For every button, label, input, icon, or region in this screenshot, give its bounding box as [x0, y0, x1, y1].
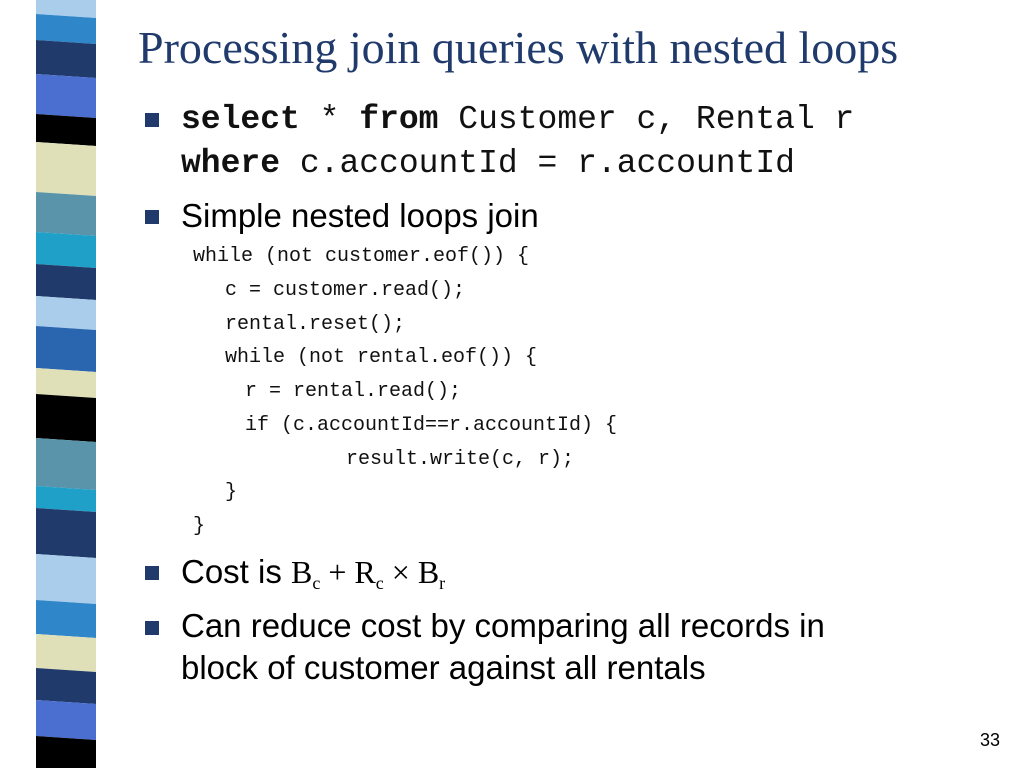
strip-block — [36, 192, 96, 236]
strip-block — [36, 368, 96, 398]
strip-block — [36, 600, 96, 638]
pseudocode-line: } — [193, 515, 206, 538]
sql-keyword-where: where — [181, 145, 281, 182]
strip-block — [36, 326, 96, 372]
strip-block — [36, 264, 96, 300]
pseudocode-line: while (not rental.eof()) { — [225, 346, 538, 369]
bullet-cost: Cost is Bc + Rc × Br — [181, 550, 445, 594]
pseudocode-line: while (not customer.eof()) { — [193, 245, 530, 268]
pseudocode-line: c = customer.read(); — [225, 279, 466, 302]
strip-block — [36, 438, 96, 490]
strip-block — [36, 486, 96, 512]
strip-block — [36, 0, 96, 18]
bullet-reduce-line-2: block of customer against all rentals — [181, 649, 706, 686]
formula-b: B — [291, 554, 313, 590]
pseudocode-line: } — [225, 481, 238, 504]
pseudocode-line: r = rental.read(); — [245, 380, 462, 403]
formula-b-sub: c — [312, 573, 321, 593]
strip-white-edge — [0, 0, 36, 768]
strip-block — [36, 114, 96, 146]
formula-b2: B — [417, 554, 440, 590]
sql-line-1: select * from Customer c, Rental r — [181, 98, 854, 142]
cost-formula: Bc + Rc × Br — [291, 554, 446, 593]
slide-title: Processing join queries with nested loop… — [138, 22, 899, 73]
sql-keyword-from: from — [359, 101, 439, 138]
strip-block — [36, 74, 96, 118]
strip-block — [36, 508, 96, 558]
pseudocode-line: result.write(c, r); — [346, 448, 575, 471]
pseudocode-line: if (c.accountId==r.accountId) { — [245, 414, 618, 437]
formula-b2-sub: r — [439, 573, 446, 593]
bullet-reduce-line-1: Can reduce cost by comparing all records… — [181, 607, 825, 644]
page-number: 33 — [979, 730, 1000, 750]
strip-block — [36, 736, 96, 768]
formula-r-sub: c — [375, 573, 384, 593]
strip-block — [36, 554, 96, 604]
strip-block — [36, 232, 96, 268]
strip-block — [36, 634, 96, 672]
sql-line-2: where c.accountId = r.accountId — [181, 142, 795, 186]
strip-block — [36, 700, 96, 740]
strip-block — [36, 142, 96, 196]
formula-r: R — [354, 554, 376, 590]
strip-block — [36, 668, 96, 704]
cost-prefix: Cost is — [181, 553, 282, 590]
strip-block — [36, 40, 96, 78]
bullet-marker — [145, 566, 159, 580]
sql-star: * — [319, 101, 340, 138]
formula-times: × — [391, 554, 410, 590]
bullet-simple-join: Simple nested loops join — [181, 197, 539, 234]
bullet-marker — [145, 621, 159, 635]
sql-condition: c.accountId = r.accountId — [299, 145, 795, 182]
bullet-marker — [145, 113, 159, 127]
bullet-marker — [145, 210, 159, 224]
decorative-strip — [0, 0, 96, 768]
strip-block — [36, 296, 96, 330]
strip-block — [36, 394, 96, 442]
formula-plus: + — [328, 554, 347, 590]
pseudocode-line: rental.reset(); — [225, 313, 406, 336]
strip-block — [36, 14, 96, 44]
sql-tables: Customer c, Rental r — [458, 101, 855, 138]
sql-keyword-select: select — [181, 101, 300, 138]
